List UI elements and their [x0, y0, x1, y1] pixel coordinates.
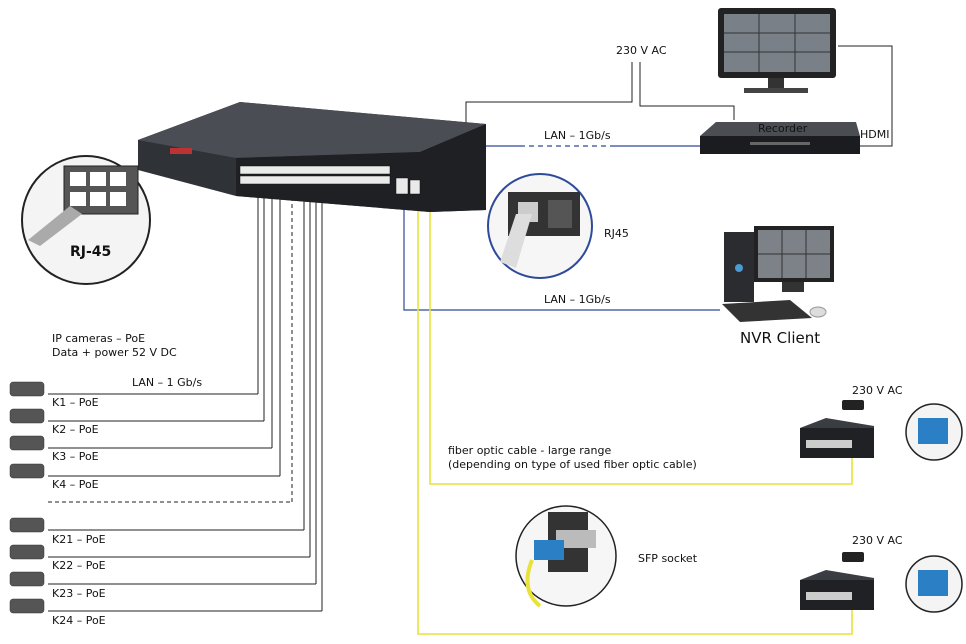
- camera-lines: [48, 192, 323, 612]
- power-lines: [465, 45, 893, 147]
- switch-logo: [170, 148, 192, 154]
- camera-label: K2 – PoE: [52, 423, 99, 436]
- recorder-label: Recorder: [758, 122, 808, 135]
- sfp-closeup: [515, 505, 617, 608]
- rj45-big-label: RJ-45: [70, 244, 112, 260]
- recorder-device: [700, 122, 860, 154]
- rj45-closeup: [21, 155, 151, 285]
- camera-label: K21 – PoE: [52, 533, 106, 546]
- lan-client-label: LAN – 1Gb/s: [544, 293, 611, 306]
- sfp-socket-label: SFP socket: [638, 552, 698, 565]
- ip-cameras-power-label: Data + power 52 V DC: [52, 346, 177, 359]
- rj45-small-closeup: [487, 173, 593, 279]
- camera-label: K1 – PoE: [52, 396, 99, 409]
- lan-recorder-label: LAN – 1Gb/s: [544, 129, 611, 142]
- power-label-top: 230 V AC: [616, 44, 667, 57]
- camera-label: K24 – PoE: [52, 614, 106, 627]
- nvr-client-computer: [722, 226, 834, 322]
- power-label-switch-1: 230 V AC: [852, 384, 903, 397]
- nvr-client-label: NVR Client: [740, 329, 821, 347]
- camera-label: K22 – PoE: [52, 559, 106, 572]
- camera-label: K23 – PoE: [52, 587, 106, 600]
- camera-icons: [9, 381, 45, 614]
- small-switch-2: [800, 552, 963, 613]
- ip-cameras-label: IP cameras – PoE: [52, 332, 146, 345]
- camera-label: K3 – PoE: [52, 450, 99, 463]
- rj45-small-label: RJ45: [604, 227, 629, 240]
- main-switch: [138, 102, 486, 212]
- switch-ports: [239, 165, 421, 195]
- fiber-label: fiber optic cable - large range: [448, 444, 612, 457]
- power-label-switch-2: 230 V AC: [852, 534, 903, 547]
- camera-label: K4 – PoE: [52, 478, 99, 491]
- hdmi-label: HDMI: [860, 128, 890, 141]
- monitor: [718, 8, 836, 93]
- lan-cameras-label: LAN – 1 Gb/s: [132, 376, 203, 389]
- fiber-note-label: (depending on type of used fiber optic c…: [448, 458, 697, 471]
- small-switch-1: [800, 400, 963, 461]
